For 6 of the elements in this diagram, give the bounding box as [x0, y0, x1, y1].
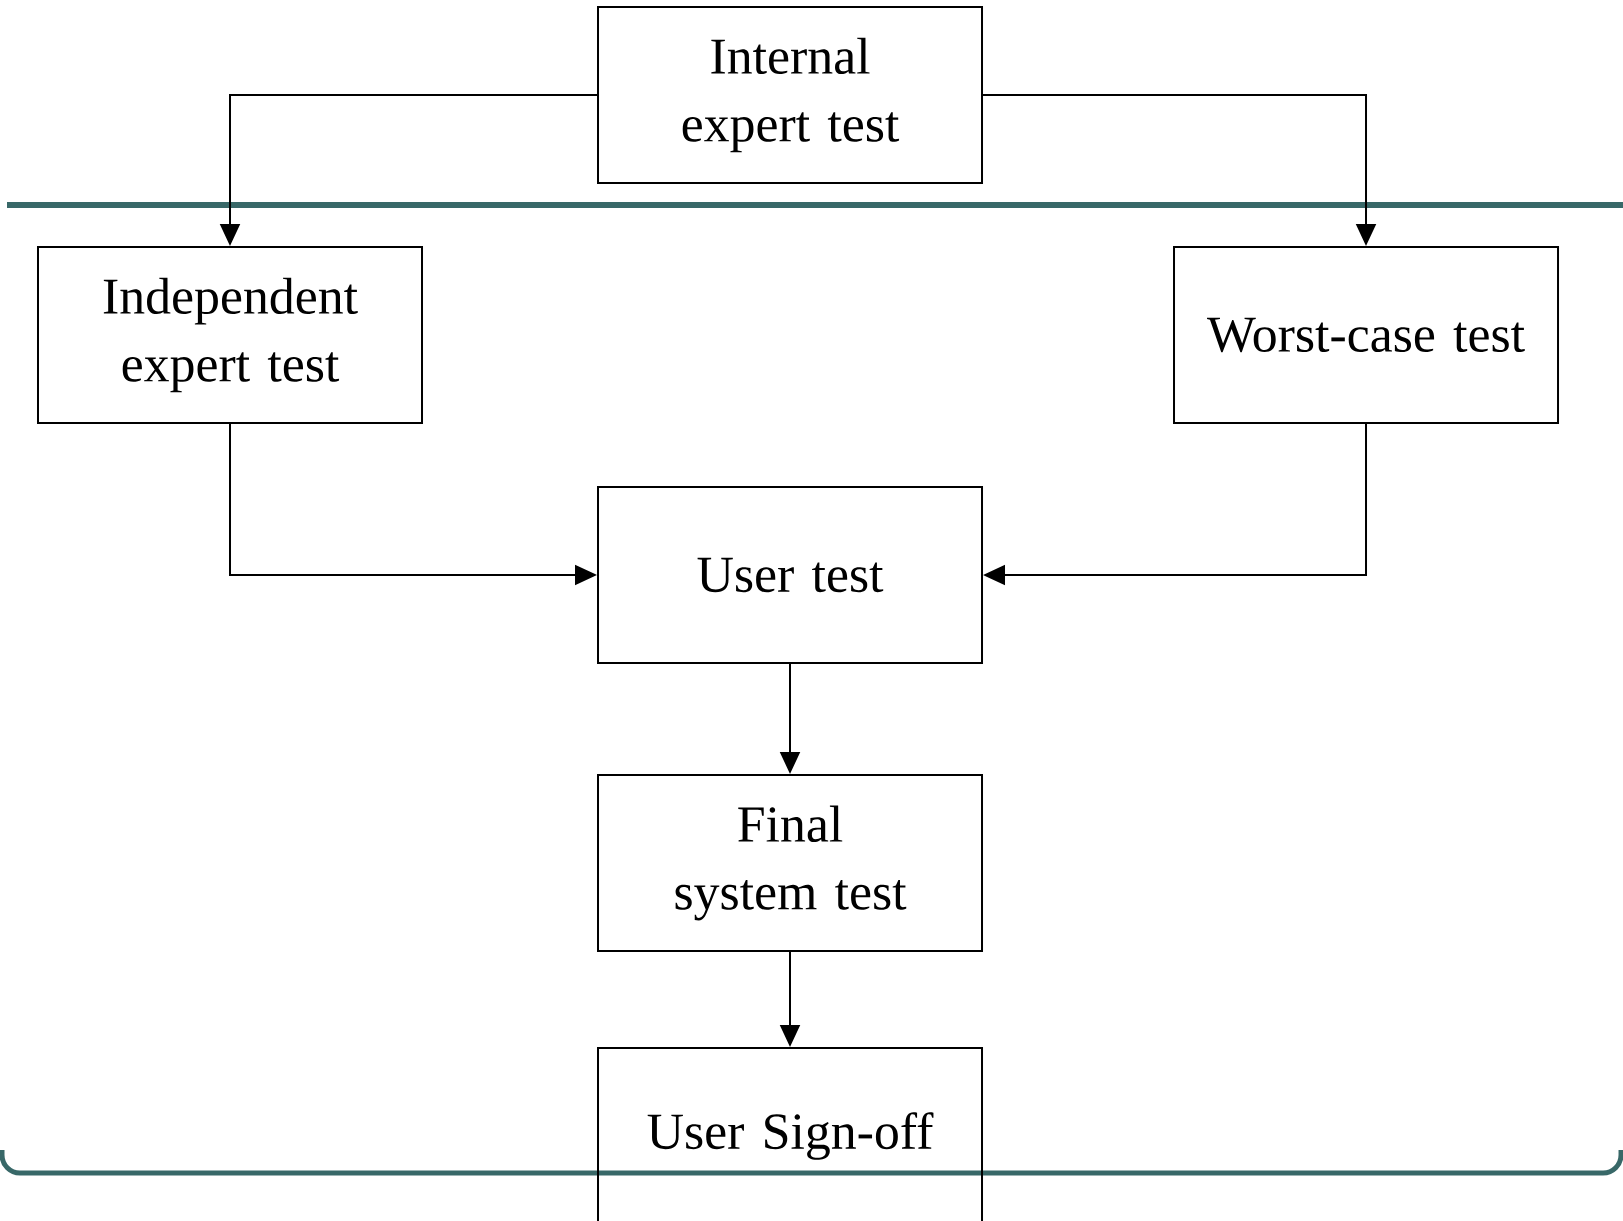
process-box: Worst-case test — [1173, 246, 1559, 424]
process-box: User Sign-off — [597, 1047, 983, 1221]
process-box: User test — [597, 486, 983, 664]
process-box: Independent expert test — [37, 246, 423, 424]
process-box: Final system test — [597, 774, 983, 952]
process-box: Internal expert test — [597, 6, 983, 184]
